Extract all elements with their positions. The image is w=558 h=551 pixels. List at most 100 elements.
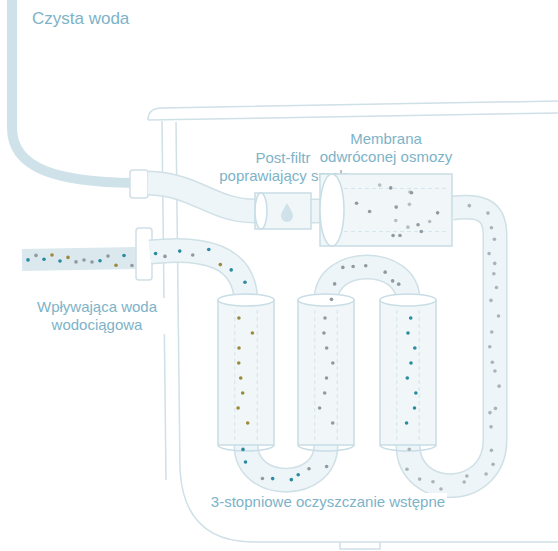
particle	[42, 258, 46, 262]
particle	[493, 369, 497, 373]
cartridge-base	[218, 445, 274, 451]
particle	[34, 254, 38, 258]
particle	[406, 225, 410, 229]
particle	[488, 345, 492, 349]
particle	[323, 391, 327, 395]
water-drop	[281, 203, 293, 222]
particle	[244, 460, 248, 464]
particle	[497, 314, 501, 318]
particle	[394, 219, 398, 223]
particle	[409, 316, 413, 320]
particle	[416, 223, 420, 227]
particle	[318, 406, 322, 410]
particle	[355, 201, 359, 205]
prefilter-cartridges	[218, 294, 436, 451]
cartridge-core	[234, 310, 235, 440]
cartridge	[380, 294, 436, 451]
component-label: Membrana odwróconej osmozy	[316, 130, 456, 166]
particle	[154, 252, 158, 256]
particle	[246, 421, 250, 425]
particle	[323, 316, 327, 320]
cartridge-core	[337, 310, 338, 440]
particle	[98, 259, 102, 263]
membrane-layer	[344, 188, 448, 189]
cylinder-end	[320, 174, 344, 246]
particle	[163, 255, 167, 259]
particle	[239, 376, 243, 380]
ro-membrane: Membrana odwróconej osmozy	[320, 174, 452, 246]
particle	[492, 272, 496, 276]
particle	[229, 268, 233, 272]
cartridge-cap	[380, 294, 436, 306]
cartridge-body	[298, 300, 354, 445]
particle	[413, 346, 417, 350]
cartridge	[218, 294, 274, 451]
particle	[465, 474, 469, 478]
particle	[405, 421, 409, 425]
particle	[237, 346, 241, 350]
pipe-outline	[148, 183, 255, 211]
post-filter: Post-filtr poprawiający smak	[255, 193, 311, 229]
particle	[494, 407, 498, 411]
clean-water-pipe	[12, 0, 134, 183]
particle	[391, 279, 395, 283]
water-tube	[311, 200, 320, 222]
particle	[333, 282, 337, 286]
particle	[236, 406, 240, 410]
particle	[331, 361, 335, 365]
cartridge-cap	[218, 294, 274, 306]
cylinder-end	[255, 193, 267, 229]
pipe-label: Czysta woda	[30, 10, 131, 28]
cartridge-core	[396, 310, 397, 440]
cartridge-cap	[298, 294, 354, 306]
particle	[406, 376, 410, 380]
particle	[410, 191, 414, 195]
inlet-pipe	[22, 258, 136, 260]
particle	[439, 487, 443, 491]
outlet-port	[130, 170, 148, 198]
pipe-outline	[150, 250, 246, 300]
particle	[261, 477, 265, 481]
particle	[462, 480, 466, 484]
particle	[389, 186, 393, 190]
particle	[493, 237, 497, 241]
particle	[391, 234, 395, 238]
particle	[237, 361, 241, 365]
particle	[251, 331, 255, 335]
particle	[271, 477, 275, 481]
particle	[331, 421, 335, 425]
cartridge-body	[380, 300, 436, 445]
pipe-label: 3-stopniowe oczyszczanie wstępne	[209, 493, 447, 511]
particle	[406, 331, 410, 335]
particle	[428, 220, 432, 224]
particle	[207, 248, 211, 252]
particle	[219, 263, 223, 267]
particle	[397, 282, 401, 286]
cartridge-base	[380, 445, 436, 451]
particle	[486, 211, 490, 215]
particle	[495, 286, 499, 290]
membrane-layer	[344, 231, 448, 232]
particle	[407, 447, 411, 451]
particle	[178, 249, 182, 253]
particle	[50, 253, 54, 257]
particle	[378, 183, 382, 187]
particle	[351, 265, 355, 269]
particle	[419, 230, 423, 234]
particle	[296, 473, 300, 477]
particle	[394, 205, 398, 209]
particle	[364, 264, 368, 268]
cartridge-base	[298, 445, 354, 451]
pipe-inner	[150, 250, 246, 300]
particle	[408, 203, 412, 207]
particle	[241, 448, 245, 452]
particle	[489, 299, 493, 303]
cartridge-core	[257, 310, 258, 440]
particle	[341, 266, 345, 270]
particle	[436, 211, 440, 215]
inlet-port	[136, 228, 152, 280]
particle	[493, 262, 497, 266]
particle	[325, 346, 329, 350]
